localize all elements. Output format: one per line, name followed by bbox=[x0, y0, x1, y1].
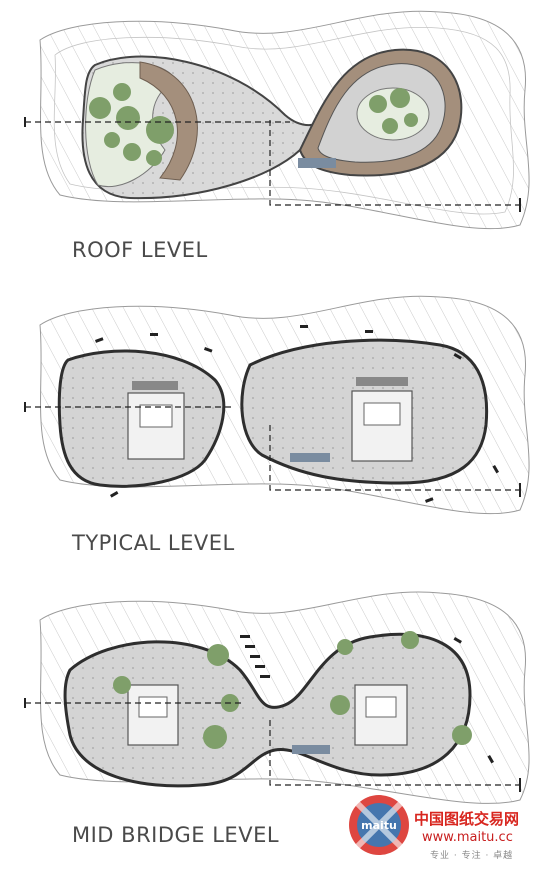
level-label-mid-bridge: MID BRIDGE LEVEL bbox=[72, 823, 280, 847]
tree bbox=[123, 143, 141, 161]
level-label-typical: TYPICAL LEVEL bbox=[72, 531, 235, 555]
tree bbox=[113, 676, 131, 694]
typical-level-plan: TYPICAL LEVEL bbox=[0, 285, 560, 555]
tree bbox=[382, 118, 398, 134]
tree bbox=[113, 83, 131, 101]
tree bbox=[401, 631, 419, 649]
tree bbox=[116, 106, 140, 130]
maitu-watermark: maitu 中国图纸交易网 www.maitu.cc 专业 · 专注 · 卓越 bbox=[344, 780, 554, 866]
tree bbox=[207, 644, 229, 666]
tree bbox=[203, 725, 227, 749]
svg-text:maitu: maitu bbox=[361, 819, 397, 832]
maitu-logo-icon: maitu bbox=[349, 795, 409, 855]
tree bbox=[89, 97, 111, 119]
roof-level-plan: ROOF LEVEL bbox=[0, 0, 560, 262]
tree bbox=[452, 725, 472, 745]
watermark-cn-title: 中国图纸交易网 bbox=[414, 810, 520, 828]
tree bbox=[104, 132, 120, 148]
core-right bbox=[351, 390, 413, 462]
tree bbox=[146, 116, 174, 144]
tree bbox=[330, 695, 350, 715]
level-label-roof: ROOF LEVEL bbox=[72, 238, 208, 262]
tree bbox=[146, 150, 162, 166]
watermark-url: www.maitu.cc bbox=[422, 830, 513, 845]
roof-terrace-arc bbox=[139, 61, 198, 181]
tree bbox=[369, 95, 387, 113]
watermark-tagline: 专业 · 专注 · 卓越 bbox=[430, 851, 514, 861]
mid-bridge-level-plan: MID BRIDGE LEVEL bbox=[0, 585, 560, 847]
tree bbox=[404, 113, 418, 127]
tree bbox=[337, 639, 353, 655]
tree bbox=[390, 88, 410, 108]
